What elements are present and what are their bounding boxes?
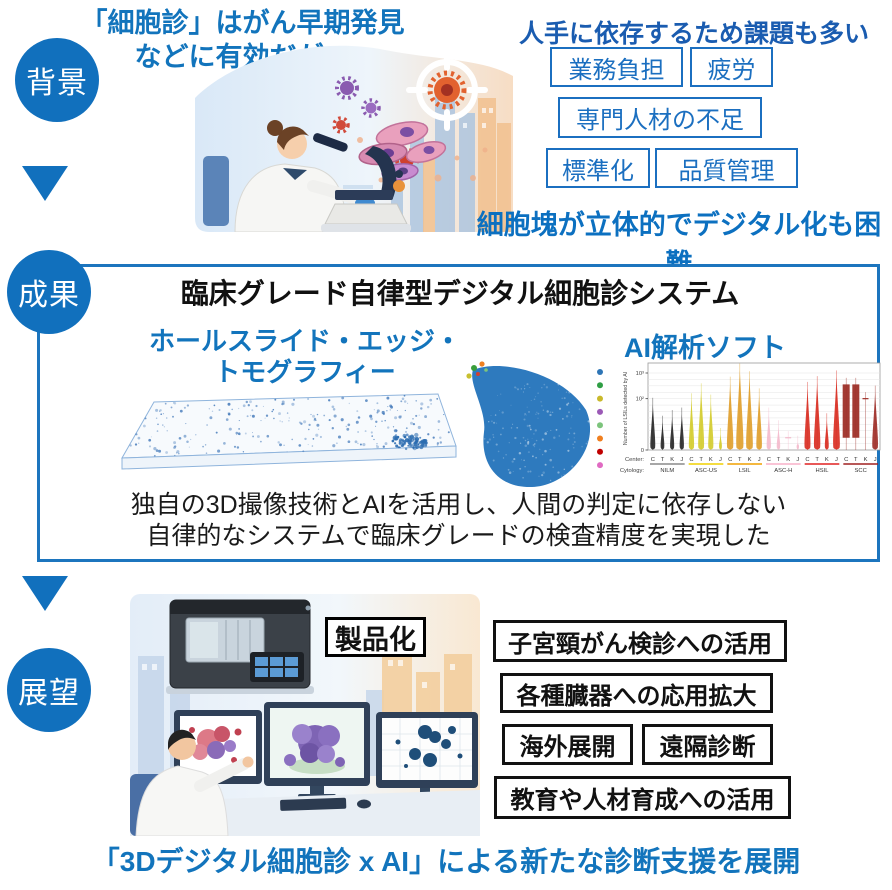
pathologist [130, 729, 254, 836]
svg-text:T: T [854, 457, 858, 463]
section-badge-results: 成果 [7, 250, 91, 334]
slide-speckles [129, 394, 450, 457]
tech-label-line2: トモグラフィー [214, 357, 396, 387]
slide-scanner-machine [166, 599, 314, 694]
svg-text:HSIL: HSIL [816, 468, 830, 474]
outlook-footer: 「3Dデジタル細胞診 x AI」による新たな診断支援を展開 [91, 846, 801, 877]
svg-text:10³: 10³ [636, 371, 644, 377]
center-monitor-cells [284, 724, 345, 774]
svg-text:J: J [874, 457, 877, 463]
results-summary-line2: 自律的なシステムで臨床グレードの検査精度を実現した [146, 522, 771, 550]
svg-text:K: K [864, 457, 868, 463]
cytology-lab-illustration [195, 45, 513, 232]
issue-box-specialist-shortage: 専門人材の不足 [558, 97, 762, 138]
umap-cluster-legend [597, 369, 603, 469]
issue-box-fatigue: 疲労 [690, 47, 773, 87]
svg-text:J: J [835, 457, 838, 463]
ai-software-label: AI解析ソフト [624, 333, 786, 363]
tech-label-line1: ホールスライド・エッジ・ [148, 326, 461, 356]
application-box-remote-diagnosis: 遠隔診断 [642, 724, 773, 765]
svg-text:C: C [728, 457, 732, 463]
section-badge-outlook: 展望 [7, 648, 91, 732]
svg-text:T: T [777, 457, 781, 463]
application-box-other-organs: 各種臓器への応用拡大 [500, 673, 773, 713]
svg-text:ASC-H: ASC-H [774, 468, 792, 474]
svg-text:J: J [758, 457, 761, 463]
umap-point-cloud [466, 361, 603, 488]
svg-text:SCC: SCC [855, 468, 867, 474]
section-badge-results-label: 成果 [18, 279, 80, 312]
svg-text:J: J [719, 457, 722, 463]
productization-box: 製品化 [325, 617, 426, 657]
down-arrow-icon-1 [22, 166, 68, 201]
svg-text:K: K [786, 457, 790, 463]
application-box-education: 教育や人材育成への活用 [494, 776, 791, 819]
results-summary-line1: 独自の3D撮像技術とAIを活用し、人間の判定に依存しない [130, 491, 787, 519]
svg-text:C: C [805, 457, 809, 463]
right-monitor-cells [395, 725, 463, 768]
svg-text:Center:: Center: [625, 457, 644, 463]
section-badge-outlook-label: 展望 [18, 677, 80, 710]
svg-text:J: J [796, 457, 799, 463]
svg-text:K: K [709, 457, 713, 463]
issue-box-standardization: 標準化 [546, 148, 650, 188]
target-crosshair-icon [406, 49, 488, 131]
svg-text:C: C [689, 457, 693, 463]
section-badge-background: 背景 [15, 38, 99, 122]
whole-slide-tomography-image [121, 393, 457, 470]
system-title: 臨床グレード自律型デジタル細胞診システム [180, 278, 740, 309]
scientist-with-microscope [203, 120, 411, 232]
svg-text:10²: 10² [636, 397, 644, 403]
minor-cluster-dots [466, 361, 488, 379]
application-box-overseas: 海外展開 [502, 724, 633, 765]
svg-text:Cytology:: Cytology: [620, 468, 645, 474]
svg-text:T: T [661, 457, 665, 463]
cloud-speckles [484, 383, 590, 482]
svg-text:0: 0 [641, 448, 644, 454]
ai-analysis-violin-chart: 0 10² 10³ Number of LSILs detected by AI Cen… [620, 362, 881, 474]
floating-cells [332, 76, 488, 183]
issue-box-quality-control: 品質管理 [655, 148, 798, 188]
svg-text:K: K [748, 457, 752, 463]
svg-text:NILM: NILM [660, 468, 674, 474]
diagnostic-workstation-illustration [130, 594, 480, 836]
svg-text:C: C [651, 457, 655, 463]
svg-text:T: T [699, 457, 703, 463]
svg-text:J: J [680, 457, 683, 463]
svg-text:C: C [844, 457, 848, 463]
tech-label: ホールスライド・エッジ・ トモグラフィー [140, 326, 470, 388]
background-title-line1: 「細胞診」はがん早期発見 [80, 8, 405, 38]
svg-text:C: C [767, 457, 771, 463]
application-box-cervical-screening: 子宮頸がん検診への活用 [493, 620, 787, 662]
svg-text:K: K [825, 457, 829, 463]
svg-text:LSIL: LSIL [739, 468, 752, 474]
svg-text:ASC-US: ASC-US [695, 468, 717, 474]
svg-text:T: T [815, 457, 819, 463]
keyboard [280, 797, 347, 811]
svg-text:Number of LSILs detected by AI: Number of LSILs detected by AI [623, 372, 629, 445]
monitors [174, 702, 478, 800]
results-summary: 独自の3D撮像技術とAIを活用し、人間の判定に依存しない 自律的なシステムで臨床… [47, 490, 870, 552]
mouse [357, 799, 371, 809]
issue-box-workload: 業務負担 [550, 47, 683, 87]
issues-heading: 人手に依存するため課題も多い [518, 20, 869, 48]
down-arrow-icon-2 [22, 576, 68, 611]
svg-text:T: T [738, 457, 742, 463]
section-badge-background-label: 背景 [26, 67, 88, 100]
left-monitor-cells [189, 726, 242, 763]
svg-text:K: K [670, 457, 674, 463]
cell-cluster-blob [472, 366, 591, 488]
